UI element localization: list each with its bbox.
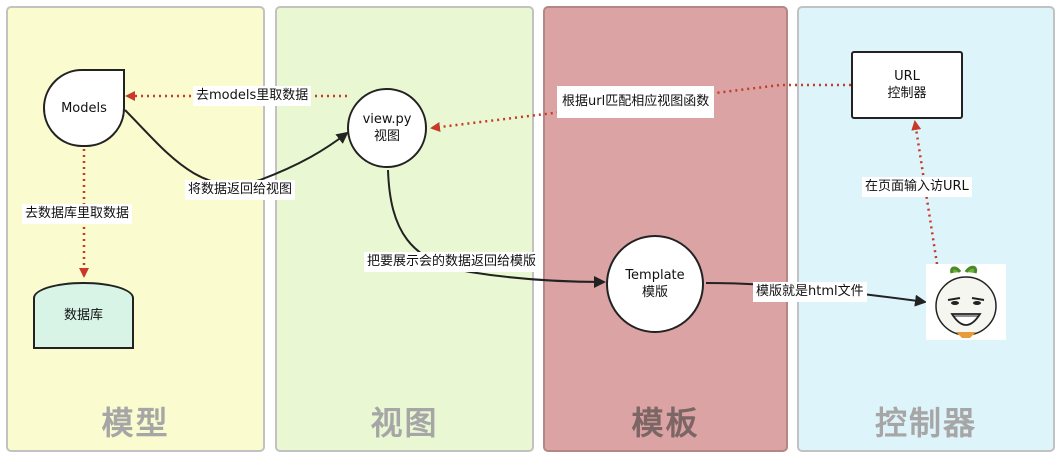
- template-label-line2: 模版: [641, 285, 668, 300]
- view-column: 视图: [275, 6, 534, 452]
- label-models-to-view: 将数据返回给视图: [185, 180, 296, 200]
- database-label: 数据库: [63, 308, 103, 323]
- template-label-line1: Template: [625, 268, 685, 283]
- template-column-title: 模板: [631, 404, 700, 442]
- view-label-line2: 视图: [373, 129, 400, 144]
- label-view-to-template: 把要展示会的数据返回给模版: [364, 252, 540, 272]
- view-label-line1: view.py: [362, 112, 412, 127]
- view-node: view.py 视图: [347, 88, 427, 168]
- label-url-to-view: 根据url匹配相应视图函数: [557, 86, 715, 118]
- label-template-to-user: 模版就是html文件: [753, 282, 867, 302]
- url-label-line2: 控制器: [887, 86, 927, 101]
- laughing-face-icon: [926, 264, 1006, 340]
- url-label-line1: URL: [894, 69, 920, 84]
- edge-models-to-view: [124, 109, 349, 186]
- model-column: 模型: [6, 6, 265, 452]
- url-controller-node: URL 控制器: [851, 51, 963, 119]
- models-label: Models: [61, 100, 107, 116]
- view-column-title: 视图: [370, 404, 439, 442]
- database-node: 数据库: [33, 282, 134, 349]
- controller-column-title: 控制器: [874, 404, 977, 442]
- label-view-to-models: 去models里取数据: [193, 86, 312, 106]
- model-column-title: 模型: [101, 404, 170, 442]
- label-user-to-url: 在页面输入访URL: [862, 177, 972, 197]
- models-node: Models: [43, 69, 125, 147]
- label-models-to-db: 去数据库里取数据: [22, 204, 133, 224]
- template-column: 模板: [543, 6, 788, 452]
- template-node: Template 模版: [606, 235, 704, 333]
